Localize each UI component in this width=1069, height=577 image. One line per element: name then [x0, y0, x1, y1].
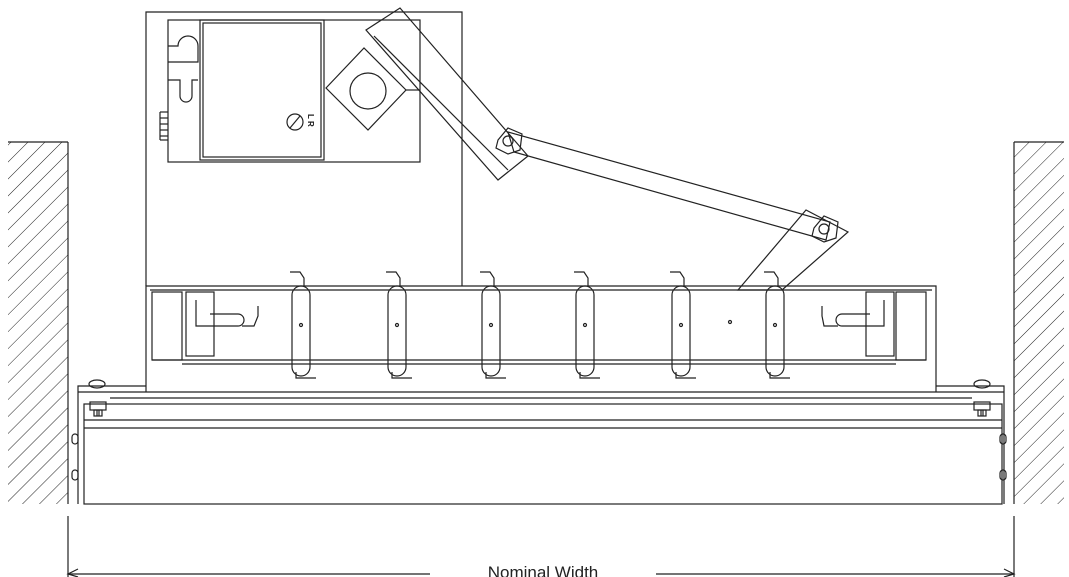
fastener-right: [973, 379, 1007, 481]
damper-blades: [290, 271, 790, 379]
retaining-flange: [77, 385, 1005, 505]
shaft-clamp: [325, 47, 420, 131]
actuator-mounting-plate: [145, 11, 463, 286]
blade: [290, 271, 316, 379]
crank-arm: [365, 7, 529, 181]
actuator-housing: [159, 19, 421, 163]
blade: [574, 271, 600, 379]
blade: [386, 271, 412, 379]
rotation-direction-label: L R: [306, 114, 315, 127]
right-wall: [1013, 141, 1064, 504]
blade: [670, 271, 696, 379]
damper-frame: [145, 285, 937, 392]
blade: [764, 271, 790, 379]
left-wall: [8, 141, 69, 504]
fastener-left: [71, 379, 107, 481]
blade: [480, 271, 506, 379]
blade-pivot-point: [727, 319, 733, 325]
pivot-joint-upper: [495, 127, 523, 155]
nominal-width-label: Nominal Width: [488, 563, 599, 577]
dimension-line: [66, 516, 1016, 577]
blade-crank-arm: [736, 209, 850, 291]
linkage-rod: [507, 131, 831, 241]
pivot-joint-lower: [811, 215, 839, 243]
rotation-switch-icon: [286, 113, 304, 131]
